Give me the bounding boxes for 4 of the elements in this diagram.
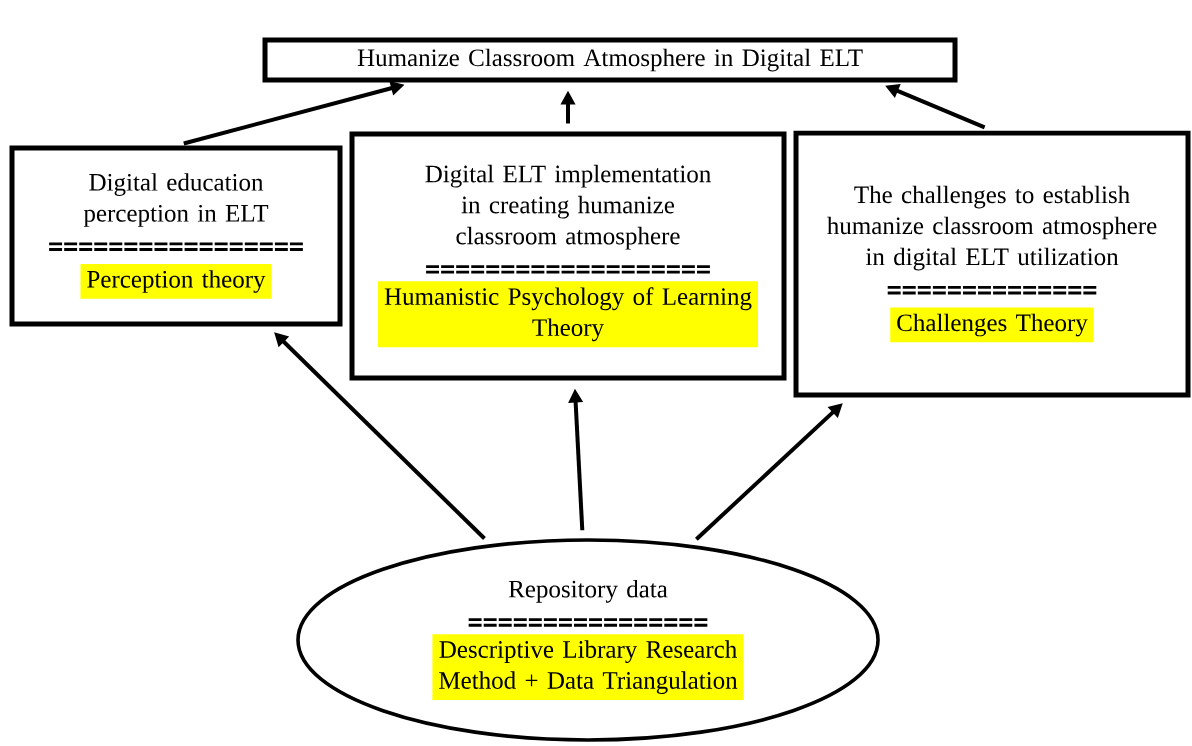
- concept-box: Digital education perception in ELT ================= Perception theory: [9, 145, 343, 327]
- concept-box: Digital ELT implementation in creating humanize classroom atmosphere =================== Humanistic Psychology of Learning Theory: [349, 131, 787, 381]
- concept-box: The challenges to establish humanize classroom atmosphere in digital ELT utilization ============== Challenges Theory: [793, 130, 1191, 398]
- title-box: Humanize Classroom Atmosphere in Digital ELT: [262, 37, 958, 83]
